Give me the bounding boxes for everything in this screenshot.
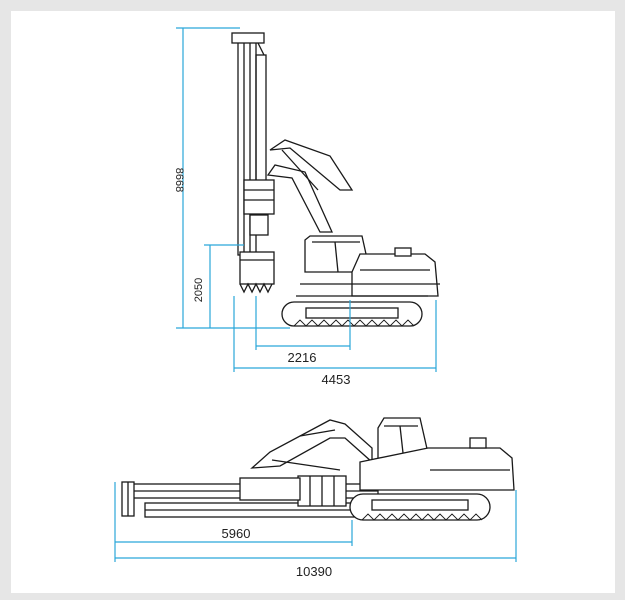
rotary-head bbox=[243, 179, 275, 215]
dim-label-2050: 2050 bbox=[193, 278, 205, 302]
dim-label-4453: 4453 bbox=[322, 372, 351, 387]
dim-label-10390: 10390 bbox=[296, 564, 332, 579]
upright-machine bbox=[231, 32, 440, 327]
boom-arm bbox=[269, 139, 354, 191]
transport-boom bbox=[250, 419, 373, 469]
engine-body bbox=[351, 253, 439, 297]
transport-machine bbox=[121, 417, 515, 521]
transport-dimensions bbox=[114, 482, 517, 562]
dim-label-8668: 8668 bbox=[173, 168, 185, 192]
transport-engine-body bbox=[359, 447, 515, 491]
dim-label-5960: 5960 bbox=[222, 526, 251, 541]
mast-head bbox=[231, 32, 265, 44]
upright-dimensions bbox=[176, 27, 437, 372]
drill-bucket bbox=[239, 251, 275, 285]
dim-label-2216: 2216 bbox=[288, 350, 317, 365]
